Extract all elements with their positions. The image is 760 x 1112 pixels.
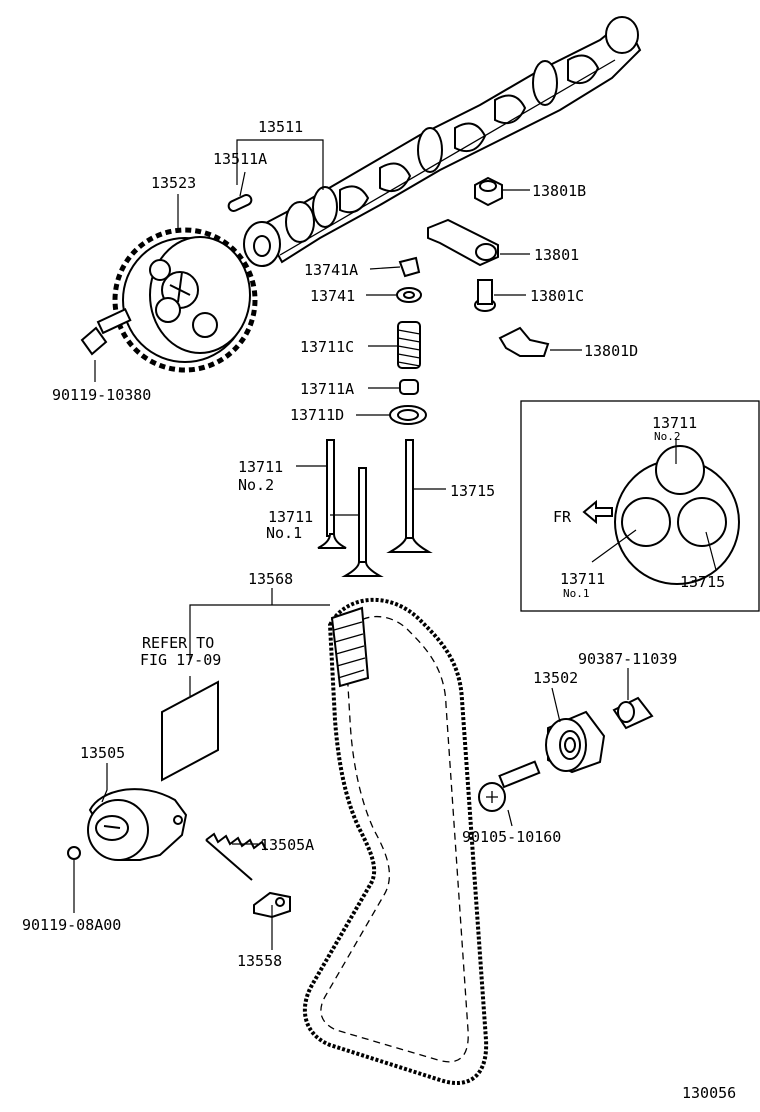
label-valve-no1: 13711 xyxy=(268,508,313,526)
label-pin: 13511A xyxy=(213,150,267,168)
retainer xyxy=(396,287,422,303)
spring-seat xyxy=(389,405,427,425)
label-tensioner: 13505 xyxy=(80,744,125,762)
tensioner-pulley xyxy=(87,788,188,861)
label-plate: 13558 xyxy=(237,952,282,970)
label-spring: 13711C xyxy=(300,338,354,356)
refer-note-box xyxy=(161,680,219,782)
tension-spring xyxy=(205,832,267,881)
label-keeper: 13741A xyxy=(304,261,358,279)
label-idler: 13502 xyxy=(533,669,578,687)
label-collar: 90387-11039 xyxy=(578,650,677,668)
label-valve-no1-sub: No.1 xyxy=(266,524,302,542)
inset-label-a-sub: No.2 xyxy=(654,430,681,443)
label-idler-bolt: 90105-10160 xyxy=(462,828,561,846)
collar xyxy=(612,696,654,730)
label-valve-no2: 13711 xyxy=(238,458,283,476)
label-belt: 13568 xyxy=(248,570,293,588)
label-rocker-arm: 13801 xyxy=(534,246,579,264)
label-camshaft: 13511 xyxy=(258,118,303,136)
inset-label-direction: FR xyxy=(553,508,572,526)
label-valve-no2-sub: No.2 xyxy=(238,476,274,494)
label-seat: 13711D xyxy=(290,406,344,424)
nut xyxy=(474,176,503,207)
rocker-arm xyxy=(427,218,499,267)
label-washer: 90119-08A00 xyxy=(22,916,121,934)
leader-lines xyxy=(73,139,629,950)
label-refer-2: FIG 17-09 xyxy=(140,651,221,669)
timing-belt xyxy=(302,598,489,1086)
pulley-bolt xyxy=(80,307,132,356)
keeper xyxy=(398,256,421,278)
label-tension-spring: 13505A xyxy=(260,836,314,854)
cam-pulley xyxy=(112,227,258,373)
label-retainer: 13741 xyxy=(310,287,355,305)
label-adjust-screw: 13801C xyxy=(530,287,584,305)
label-exhaust-valve: 13715 xyxy=(450,482,495,500)
exhaust-valve xyxy=(386,439,433,553)
inset-label-a: 13711 xyxy=(652,414,697,432)
valve-spring xyxy=(397,321,421,369)
valve-position-inset xyxy=(520,400,760,612)
label-clip: 13801D xyxy=(584,342,638,360)
inset-label-c: 13715 xyxy=(680,573,725,591)
inset-label-b-sub: No.1 xyxy=(563,587,590,600)
pin xyxy=(227,194,253,212)
adjust-screw xyxy=(474,279,496,312)
label-pulley-bolt: 90119-10380 xyxy=(52,386,151,404)
idler-bolt xyxy=(478,760,541,812)
idler-pulley xyxy=(545,710,606,774)
label-nut: 13801B xyxy=(532,182,586,200)
washer xyxy=(67,846,81,860)
figure-number: 130056 xyxy=(682,1084,736,1102)
camshaft xyxy=(243,16,642,267)
label-refer-1: REFER TO xyxy=(142,634,214,652)
inset-label-b: 13711 xyxy=(560,570,605,588)
part-labels: 13511 13511A 13523 90119-10380 13801B 13… xyxy=(22,118,736,1102)
rocker-clip xyxy=(498,326,550,357)
valve-no2 xyxy=(317,439,347,549)
valve-no1 xyxy=(341,467,384,577)
label-cam-pulley: 13523 xyxy=(151,174,196,192)
label-seal: 13711A xyxy=(300,380,354,398)
valve-seal xyxy=(399,379,419,395)
